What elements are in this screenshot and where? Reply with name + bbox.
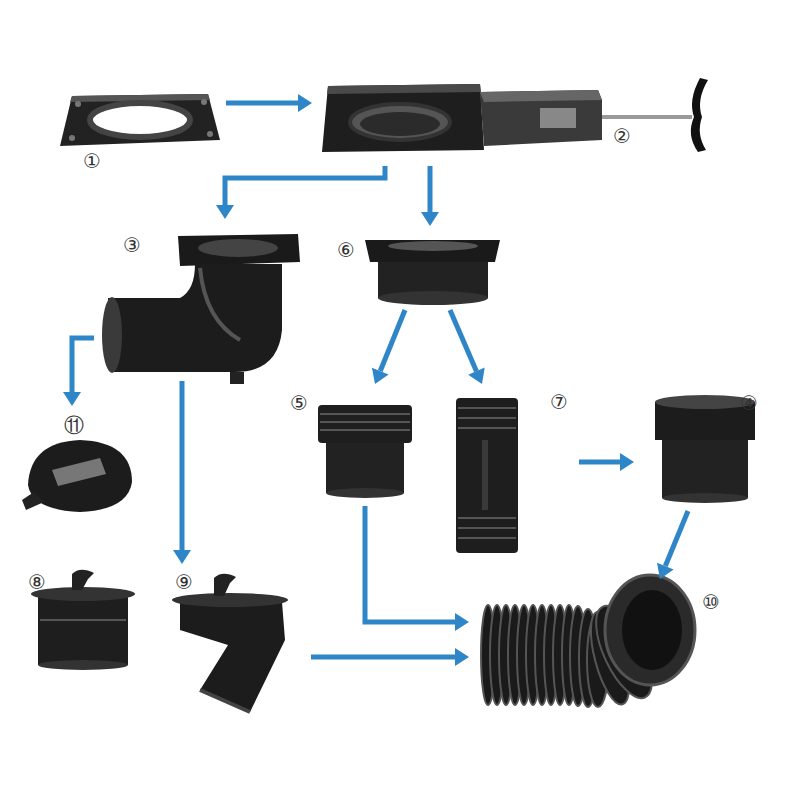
arrow-line bbox=[450, 310, 476, 371]
arrow-head bbox=[657, 563, 674, 579]
arrow-head bbox=[455, 648, 469, 666]
callout-number: ⑨ bbox=[175, 572, 193, 592]
part-region: ⑪ bbox=[22, 412, 140, 515]
elbow-fitting bbox=[102, 234, 300, 384]
arrow-line bbox=[180, 381, 185, 550]
flow-arrow bbox=[216, 166, 385, 219]
flow-arrow bbox=[63, 338, 94, 406]
flow-arrow bbox=[579, 453, 634, 471]
callout-number: ③ bbox=[123, 235, 141, 255]
arrow-line bbox=[311, 655, 455, 660]
part-region: ⑩ bbox=[475, 585, 730, 715]
arrow-line bbox=[579, 460, 620, 465]
arrow-line bbox=[428, 166, 433, 212]
part-region: ⑧ bbox=[22, 568, 147, 673]
callout-number: ① bbox=[83, 151, 101, 171]
arrow-head bbox=[620, 453, 634, 471]
part-region: ⑨ bbox=[165, 570, 305, 720]
flow-arrow bbox=[657, 511, 688, 579]
cap bbox=[22, 440, 132, 512]
threaded-adapter bbox=[318, 405, 412, 498]
bayonet-fitting bbox=[31, 570, 135, 670]
part-region: ④ bbox=[640, 390, 770, 505]
arrow-line bbox=[380, 310, 405, 371]
callout-number: ⑧ bbox=[28, 572, 46, 592]
arrow-head bbox=[455, 613, 469, 631]
arrow-head bbox=[63, 392, 81, 406]
arrow-line bbox=[72, 338, 94, 392]
arrow-head bbox=[468, 368, 485, 384]
part-region: ⑦ bbox=[448, 390, 573, 560]
callout-number: ⑪ bbox=[64, 415, 84, 435]
flow-arrow bbox=[173, 381, 191, 564]
part-region: ② bbox=[318, 72, 713, 160]
arrow-head bbox=[216, 205, 234, 219]
callout-number: ⑦ bbox=[550, 392, 568, 412]
arrow-line bbox=[365, 506, 455, 622]
callout-number: ④ bbox=[740, 393, 758, 413]
angled-fitting bbox=[172, 574, 288, 712]
part-region: ① bbox=[55, 85, 220, 180]
flow-arrow bbox=[450, 310, 485, 384]
arrow-head bbox=[421, 212, 439, 226]
flow-arrow bbox=[311, 648, 469, 666]
flow-arrow bbox=[372, 310, 405, 384]
arrow-head bbox=[372, 368, 389, 384]
callout-number: ② bbox=[613, 126, 631, 146]
arrow-line bbox=[225, 166, 385, 205]
flange-plate bbox=[60, 94, 220, 146]
arrow-head bbox=[298, 94, 312, 112]
flow-arrow bbox=[421, 166, 439, 226]
part-region: ③ bbox=[100, 225, 300, 375]
arrow-head bbox=[173, 550, 191, 564]
threaded-nipple bbox=[456, 398, 518, 553]
callout-number: ⑥ bbox=[337, 240, 355, 260]
callout-number: ⑩ bbox=[702, 592, 720, 612]
part-region: ⑤ bbox=[285, 390, 420, 500]
gate-valve bbox=[322, 78, 708, 152]
part-region: ⑥ bbox=[335, 232, 505, 304]
flow-arrow bbox=[226, 94, 312, 112]
callout-number: ⑤ bbox=[290, 393, 308, 413]
sewer-hose bbox=[481, 575, 695, 708]
arrow-line bbox=[226, 101, 298, 106]
flow-arrow bbox=[365, 506, 469, 631]
flange-adapter bbox=[365, 240, 500, 305]
arrow-line bbox=[665, 511, 688, 566]
